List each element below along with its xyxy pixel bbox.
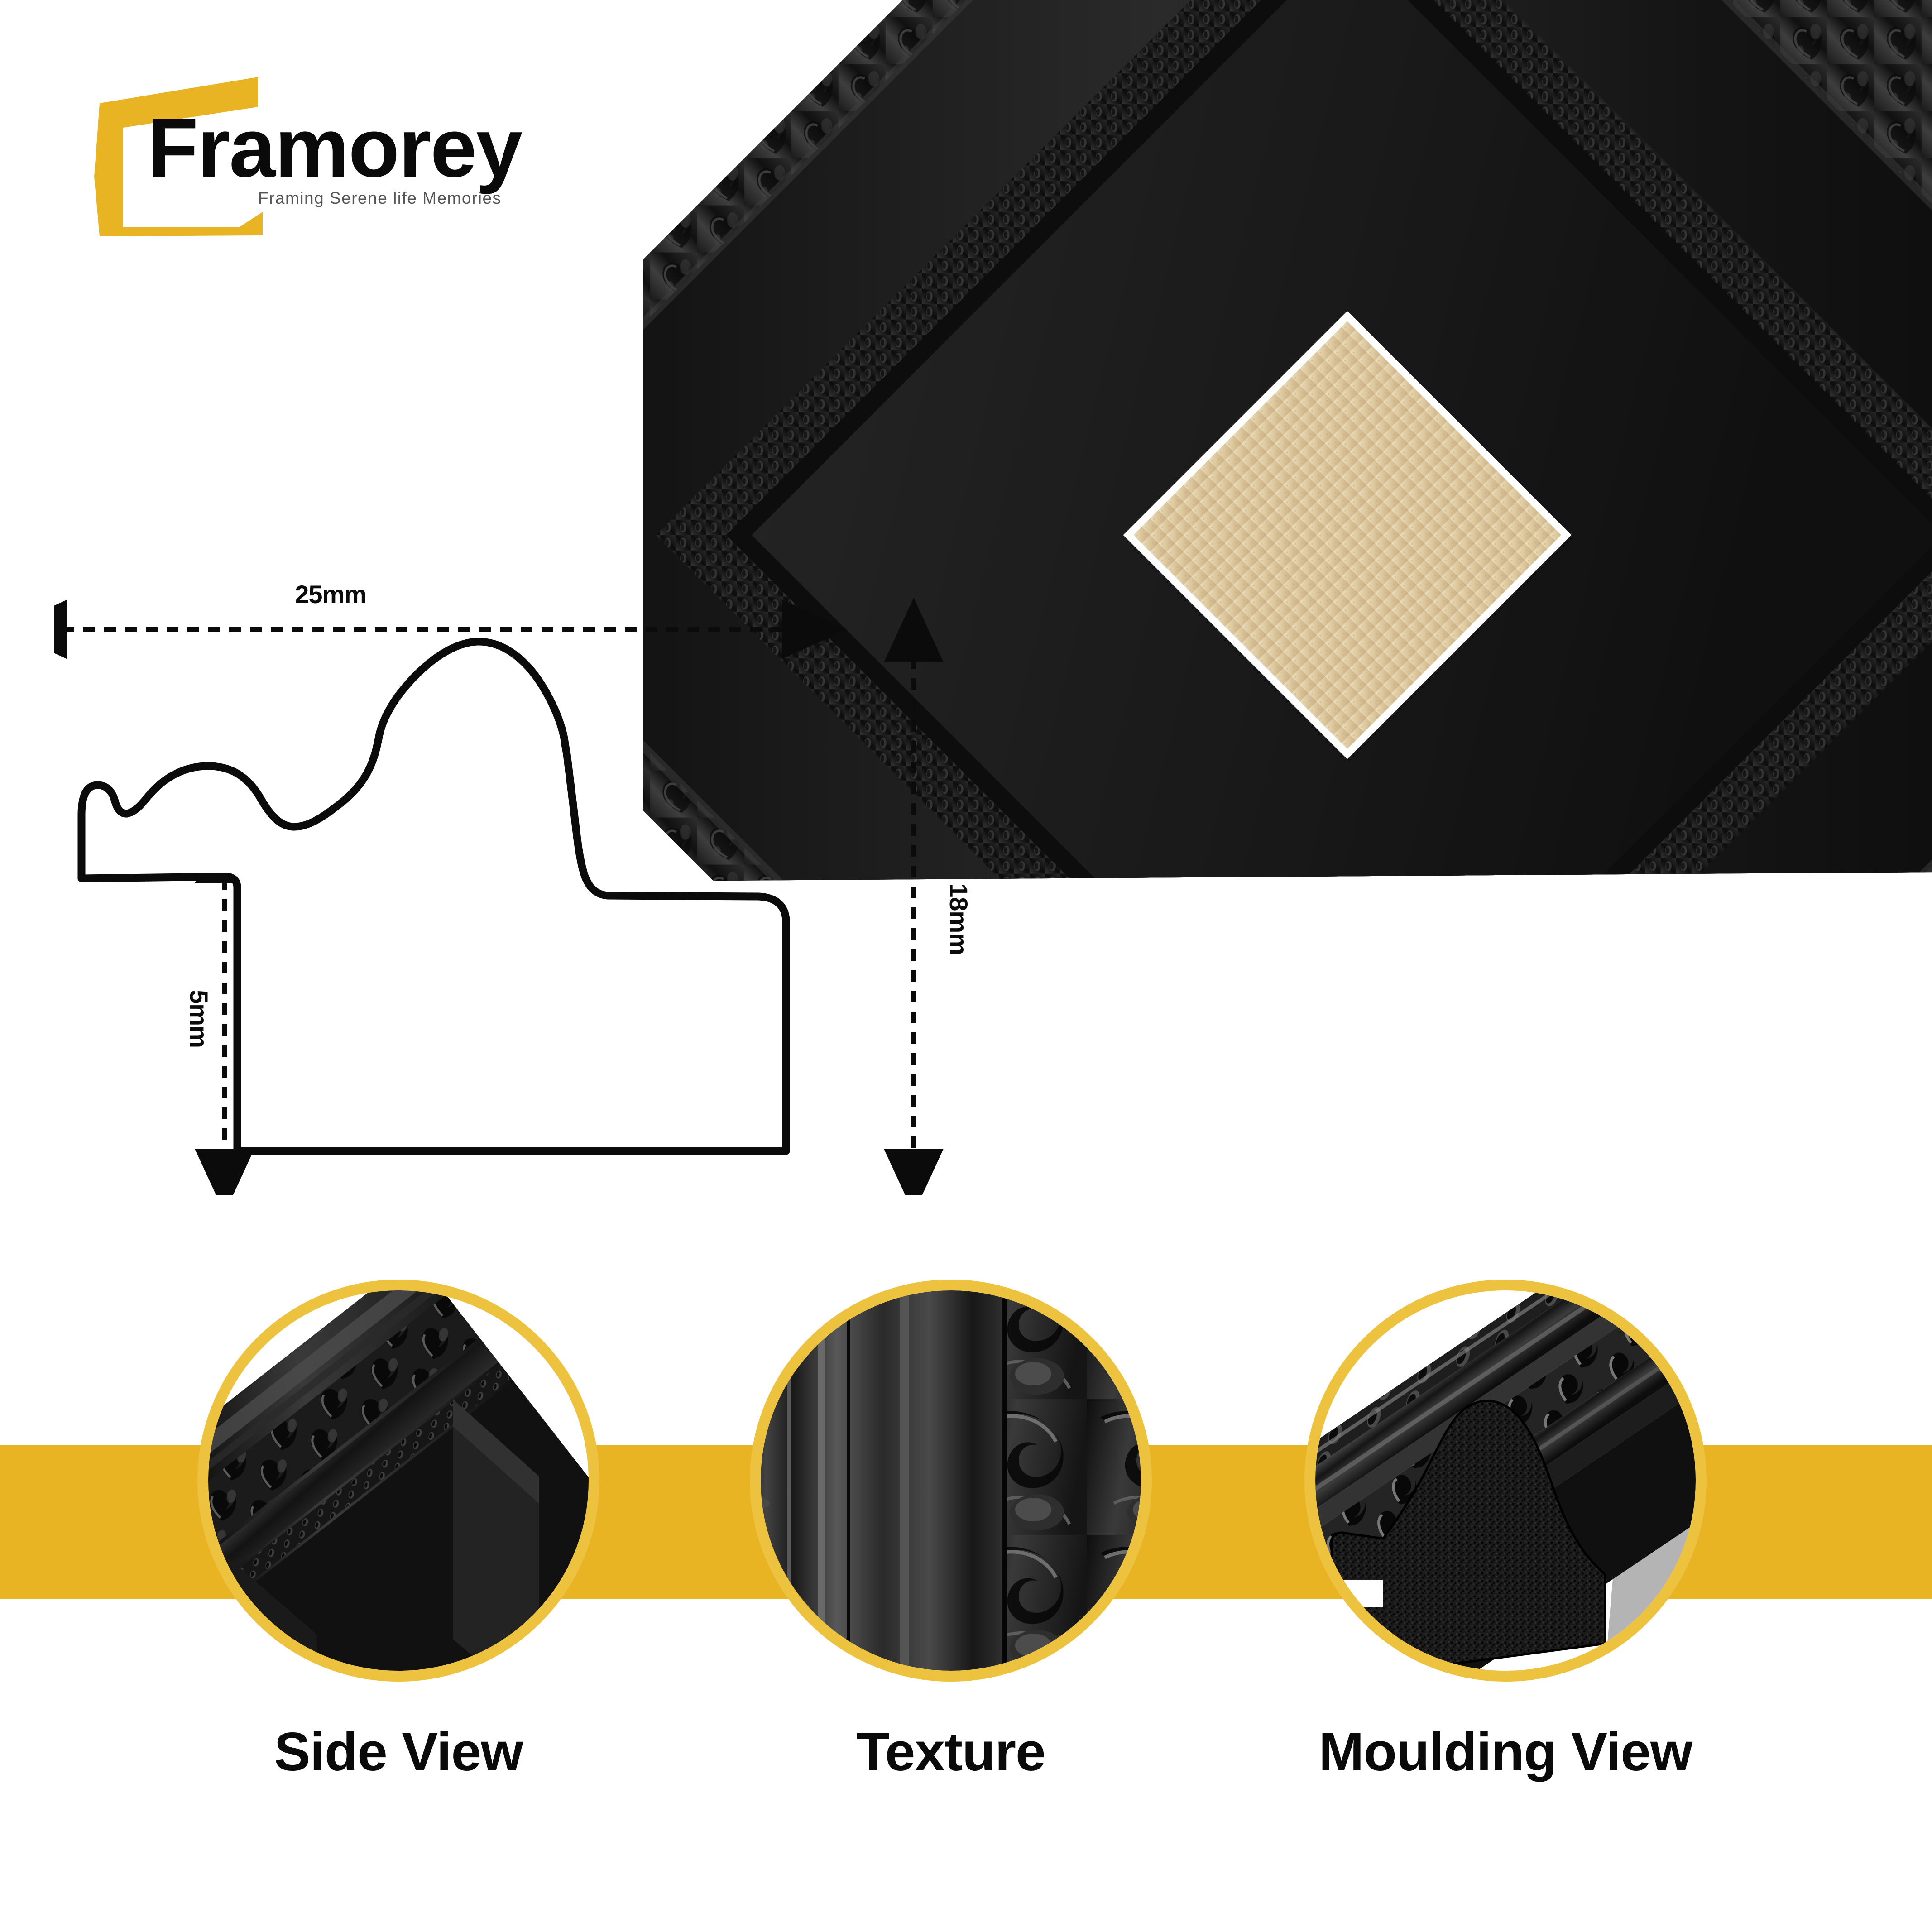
profile-height-label: 18mm: [944, 883, 973, 955]
feature-moulding-view-image: [1288, 1263, 1723, 1698]
feature-ring: [197, 1280, 599, 1682]
profile-rebate-label: 5mm: [185, 990, 213, 1048]
feature-moulding-view-label: Moulding View: [1318, 1721, 1693, 1782]
feature-texture: Texture: [733, 1263, 1168, 1865]
feature-ring: [1304, 1280, 1707, 1682]
brand-tagline: Framing Serene life Memories: [258, 189, 502, 207]
feature-texture-image: [733, 1263, 1168, 1698]
feature-side-view-image: [181, 1263, 616, 1698]
feature-texture-label: Texture: [856, 1721, 1046, 1782]
feature-side-view: Side View: [181, 1263, 616, 1865]
feature-moulding-view: Moulding View: [1288, 1263, 1723, 1865]
logo-frame-mark: [94, 77, 263, 236]
profile-width-label: 25mm: [295, 580, 366, 609]
brand-name: Framorey: [147, 101, 522, 195]
brand-logo: Framorey Framing Serene life Memories: [68, 68, 539, 249]
feature-side-view-label: Side View: [274, 1721, 523, 1782]
profile-outline: [77, 638, 790, 1155]
moulding-profile-diagram: 25mm 18mm 5mm: [54, 561, 987, 1195]
feature-ring: [750, 1280, 1152, 1682]
